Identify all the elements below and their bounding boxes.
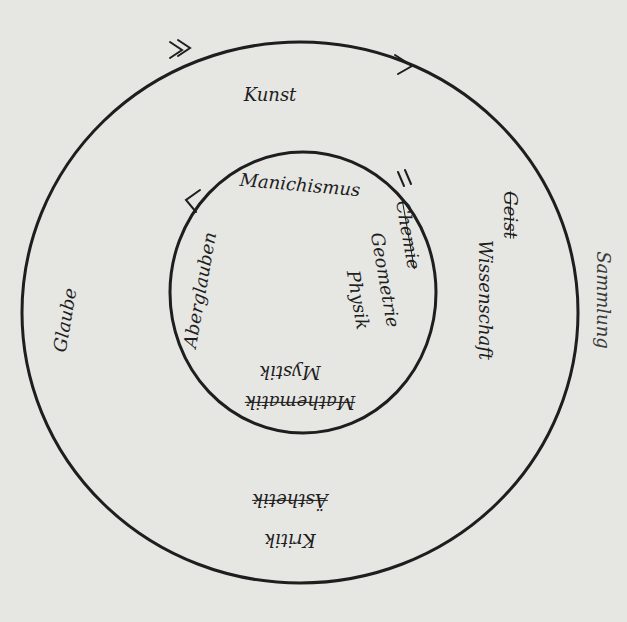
handwritten-word: Geist (500, 191, 520, 238)
handwritten-word: Ästhetik (252, 490, 328, 510)
handwritten-word: Geometrie (367, 231, 403, 329)
handwritten-word: Aberglauben (180, 231, 220, 350)
margin-note: Sammlung (593, 251, 613, 349)
handwritten-word: Glaube (50, 286, 81, 353)
handwritten-word: Wissenschaft (475, 240, 495, 360)
handwritten-word: Kunst (244, 85, 297, 105)
handwritten-word: Chemie (392, 199, 424, 271)
handwritten-word: Mystik (259, 362, 321, 382)
handwritten-word: Manichismus (239, 170, 361, 200)
circle-region: ManichismusAberglauben ChemieGeometriePhy… (168, 150, 438, 435)
circle-region: KunstGlaube GeistWissenschaftÄsthetikKrit… (20, 40, 580, 585)
handwritten-word: Physik (343, 269, 373, 331)
handwritten-word: Mathematik (245, 392, 355, 412)
handwritten-word: Kritik (264, 530, 316, 550)
